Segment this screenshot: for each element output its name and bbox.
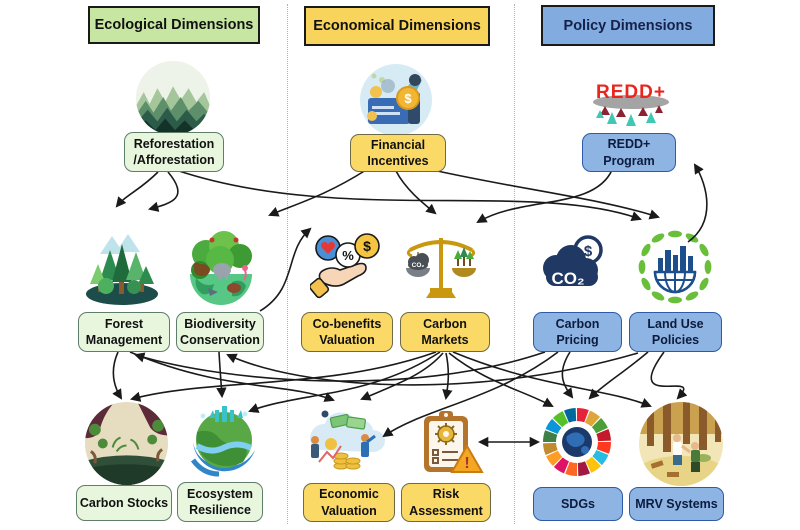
node-label-line: Conservation	[180, 333, 260, 347]
co-benefits-icon: % $	[308, 230, 380, 309]
node-carbon-stocks: Carbon Stocks	[76, 485, 172, 521]
arrow-forest-management-to-economic-valuation	[129, 351, 335, 402]
redd-plus-logo-icon: REDD+	[585, 74, 677, 137]
carbon-stocks-icon	[83, 400, 170, 492]
arrow-land-use-to-sdgs	[588, 351, 649, 400]
arrow-biodiversity-to-ecosystem	[216, 351, 227, 399]
node-label-line: Incentives	[367, 154, 429, 168]
node-carbon-pricing: Carbon Pricing	[533, 312, 622, 352]
node-label-line: Markets	[421, 333, 469, 347]
carbon-markets-scale-icon: CO₂	[402, 228, 480, 307]
land-use-globe-icon	[638, 228, 712, 311]
node-label-line: Carbon	[555, 316, 600, 331]
node-financial-incentives: Financial Incentives	[350, 134, 446, 172]
node-reforestation-afforestation: Reforestation /Afforestation	[124, 132, 224, 172]
arrow-reforestation-to-land-use	[175, 169, 642, 222]
node-carbon-markets: Carbon Markets	[400, 312, 490, 352]
node-sdgs: SDGs	[533, 487, 623, 521]
arrow-financial-to-land-use	[423, 167, 660, 220]
node-label-line: Carbon	[423, 316, 467, 331]
node-mrv-systems: MRV Systems	[629, 487, 724, 521]
node-label-line: Economic	[319, 487, 379, 502]
header-label: Economical Dimensions	[313, 18, 481, 34]
financial-incentives-icon: $	[358, 62, 434, 143]
node-forest-management: Forest Management	[78, 312, 170, 352]
arrow-land-use-to-biodiversity	[226, 352, 639, 386]
node-biodiversity-conservation: Biodiversity Conservation	[176, 312, 264, 352]
node-label-line: Pricing	[556, 333, 599, 347]
header-ecological-dimensions: Ecological Dimensions	[88, 6, 260, 44]
forest-management-icon	[82, 224, 162, 313]
warning-glyph: !	[464, 455, 469, 472]
dollar-glyph: $	[584, 243, 593, 260]
node-label-line: Reforestation	[133, 136, 215, 151]
node-label-line: Forest	[104, 316, 144, 331]
arrow-biodiversity-to-cobenefits	[259, 227, 312, 312]
header-label: Policy Dimensions	[563, 17, 693, 34]
node-label-line: Valuation	[319, 333, 375, 347]
percent-glyph: %	[342, 248, 354, 263]
economic-valuation-icon	[305, 410, 385, 479]
node-redd-program: REDD+ Program	[582, 133, 676, 172]
node-label-line: Risk	[432, 487, 460, 502]
header-economical-dimensions: Economical Dimensions	[304, 6, 490, 46]
arrow-carbon-markets-to-economic-valuation	[360, 352, 444, 401]
header-policy-dimensions: Policy Dimensions	[541, 5, 715, 46]
node-label-line: Land Use	[647, 316, 704, 331]
node-label-line: Management	[85, 333, 163, 347]
node-label-line: SDGs	[560, 496, 596, 511]
arrow-reforestation-to-forest-management	[115, 171, 159, 208]
arrow-reforestation-to-biodiversity	[147, 171, 179, 212]
arrow-redd-to-carbon-markets	[476, 169, 613, 224]
node-label-line: Policies	[651, 333, 700, 347]
column-separator-right	[514, 4, 515, 524]
arrow-carbon-markets-to-risk	[442, 352, 453, 401]
co2-small-label: CO₂	[412, 262, 425, 269]
node-label-line: REDD+	[607, 137, 651, 152]
node-label-line: Assessment	[409, 503, 483, 518]
node-label-line: Resilience	[189, 503, 251, 517]
node-land-use-policies: Land Use Policies	[629, 312, 722, 352]
biodiversity-icon	[182, 226, 260, 313]
arrow-carbon-markets-to-mrv	[452, 351, 652, 408]
node-economic-valuation: Economic Valuation	[303, 483, 395, 522]
node-label-line: Program	[603, 153, 655, 168]
arrow-carbon-markets-to-carbon-stocks	[129, 351, 437, 402]
dollar-glyph: $	[363, 238, 371, 254]
node-label-line: Valuation	[321, 503, 377, 518]
node-ecosystem-resilience: Ecosystem Resilience	[177, 482, 263, 522]
arrow-forest-management-to-carbon-stocks	[112, 351, 123, 400]
node-cobenefits-valuation: Co-benefits Valuation	[301, 312, 393, 352]
reforestation-forest-icon	[134, 59, 212, 142]
sdgs-wheel-icon	[541, 406, 613, 483]
arrow-carbon-pricing-to-forest-management	[134, 351, 546, 382]
arrow-financial-to-biodiversity	[268, 169, 367, 217]
co2-label: CO₂	[551, 269, 584, 288]
node-label-line: Ecosystem	[186, 486, 253, 501]
header-label: Ecological Dimensions	[94, 17, 254, 33]
node-label-line: Biodiversity	[184, 316, 256, 331]
arrow-carbon-markets-to-sdgs	[448, 352, 554, 407]
ecosystem-resilience-icon	[185, 402, 263, 489]
arrow-land-use-to-mrv	[650, 351, 688, 400]
arrow-carbon-pricing-to-sdgs	[561, 351, 574, 399]
column-separator-left	[287, 4, 288, 524]
dollar-glyph: $	[404, 91, 412, 106]
arrow-financial-to-carbon-markets	[395, 170, 437, 215]
node-risk-assessment: Risk Assessment	[401, 483, 491, 522]
mrv-systems-icon	[637, 400, 725, 493]
node-label-line: /Afforestation	[133, 153, 215, 167]
node-label-line: Carbon Stocks	[79, 495, 169, 510]
carbon-pricing-icon: $ CO₂	[538, 232, 610, 303]
redd-logo-text: REDD+	[596, 82, 666, 103]
risk-assessment-icon: !	[414, 408, 486, 481]
node-label-line: MRV Systems	[635, 496, 718, 511]
node-label-line: Co-benefits	[312, 316, 382, 331]
arrow-carbon-markets-to-ecosystem	[248, 351, 441, 413]
node-label-line: Financial	[370, 137, 426, 152]
